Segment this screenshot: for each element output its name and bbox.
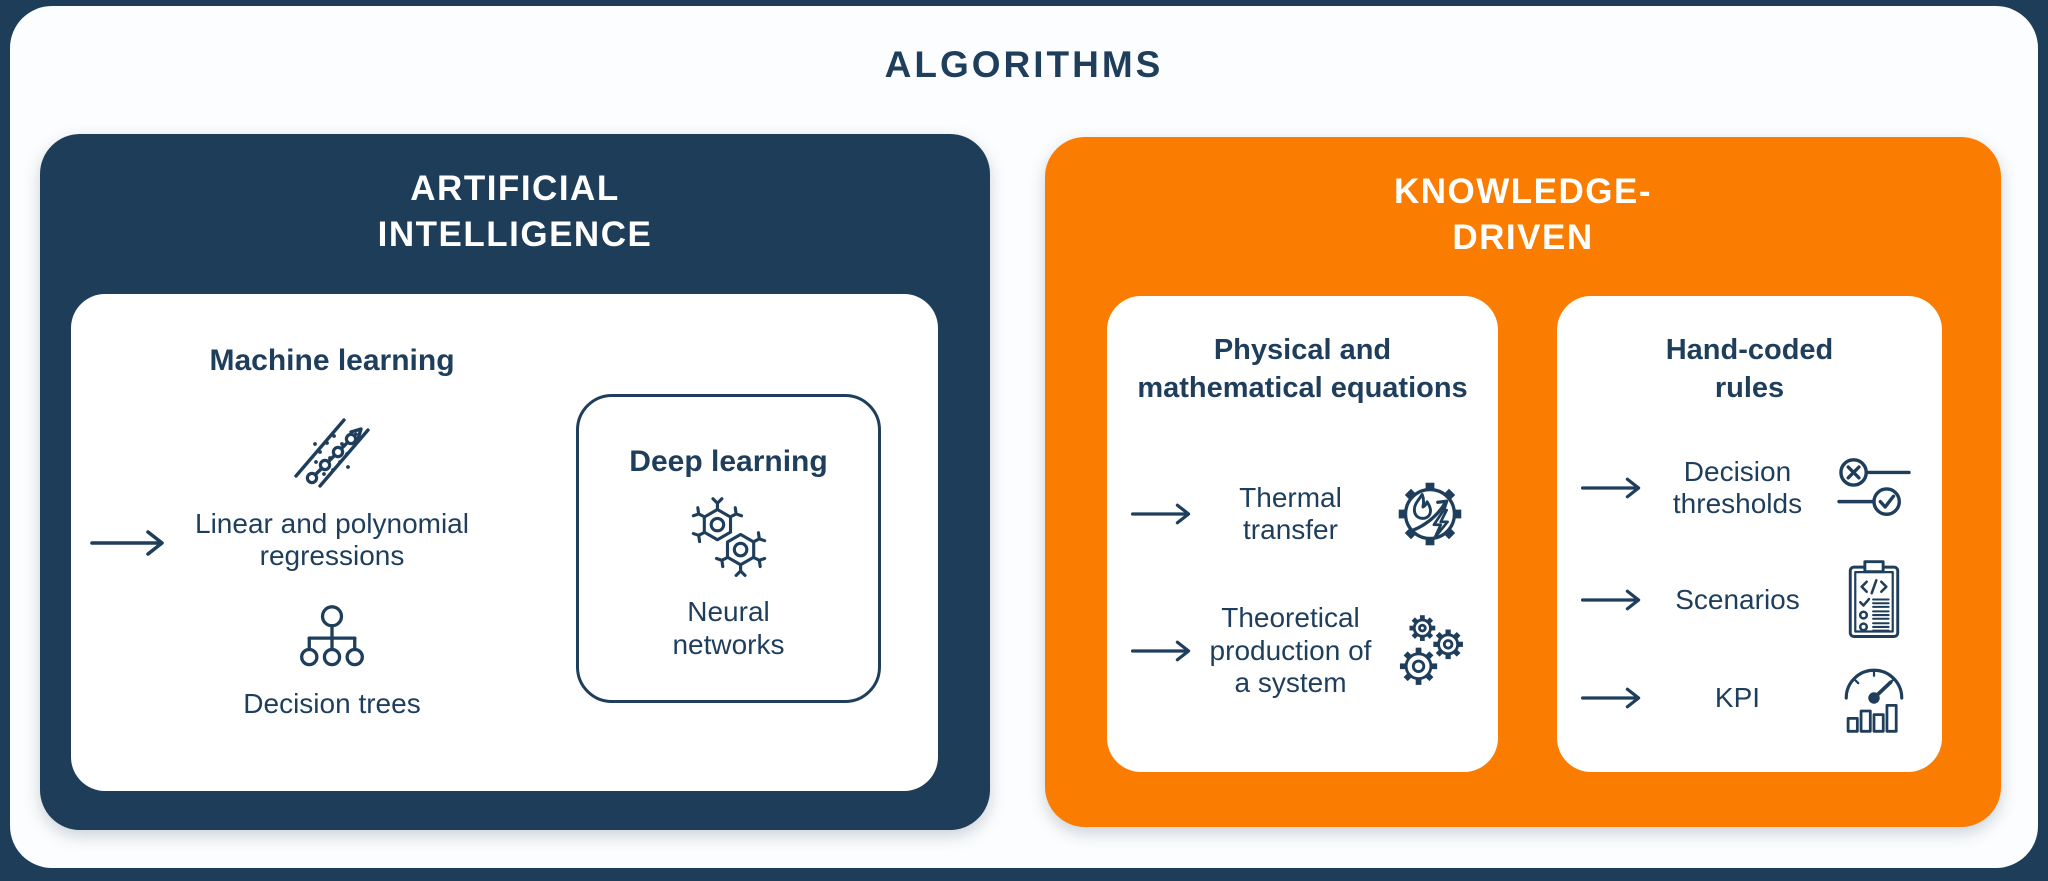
machine-learning-box: Machine learning: [71, 294, 938, 791]
ai-section-title: ARTIFICIAL INTELLIGENCE: [40, 134, 990, 257]
machine-learning-title: Machine learning: [209, 344, 455, 377]
hand-coded-rules-box: Hand-coded rules Decision thresholds: [1557, 296, 1942, 772]
arrow-icon: [1581, 687, 1641, 709]
arrow-icon: [90, 530, 164, 556]
physical-title-line1: Physical and: [1213, 334, 1392, 366]
thermal-transfer-icon: [1386, 471, 1474, 557]
kd-title-line2: DRIVEN: [1452, 217, 1594, 257]
page-title: ALGORITHMS: [884, 44, 1164, 85]
neural-network-icon: [691, 497, 766, 577]
knowledge-driven-section: KNOWLEDGE- DRIVEN Physical and mathemati…: [1045, 137, 2001, 827]
decision-tree-icon: [300, 605, 364, 667]
scenarios-clipboard-icon: [1830, 558, 1918, 642]
physical-item-theoretical: Theoretical production of a system: [1131, 596, 1474, 706]
deep-learning-label: Neural networks: [672, 596, 785, 661]
kd-title-line1: KNOWLEDGE-: [1393, 172, 1653, 211]
physical-title-line2: mathematical equations: [1137, 371, 1468, 404]
ai-title-line2: INTELLIGENCE: [377, 214, 653, 254]
deep-learning-title: Deep learning: [629, 445, 828, 478]
handcoded-item-kpi: KPI: [1581, 652, 1918, 744]
ai-section: ARTIFICIAL INTELLIGENCE Machine learning: [40, 134, 990, 830]
knowledge-driven-title: KNOWLEDGE- DRIVEN: [1045, 137, 2001, 260]
ml-item-label: Decision trees: [243, 688, 421, 719]
arrow-icon: [1131, 640, 1191, 662]
physical-item-label: Thermal transfer: [1239, 481, 1342, 545]
handcoded-item-thresholds: Decision thresholds: [1581, 442, 1918, 534]
handcoded-item-label: Decision thresholds: [1672, 455, 1803, 519]
ml-item-label: Linear and polynomial regressions: [195, 508, 469, 571]
handcoded-title-line1: Hand-coded: [1665, 334, 1834, 366]
arrow-icon: [1581, 589, 1641, 611]
handcoded-title-line2: rules: [1714, 371, 1785, 404]
kpi-gauge-icon: [1830, 659, 1918, 737]
handcoded-item-scenarios: Scenarios: [1581, 554, 1918, 646]
arrow-icon: [1131, 503, 1191, 525]
handcoded-item-label: KPI: [1714, 681, 1761, 713]
regression-scatter-icon: [294, 418, 370, 488]
decision-thresholds-icon: [1830, 453, 1918, 523]
gears-icon: [1386, 609, 1474, 693]
deep-learning-box: Deep learning: [576, 394, 881, 703]
ai-title-line1: ARTIFICIAL: [410, 169, 620, 208]
physical-equations-title: Physical and mathematical equations: [1107, 296, 1498, 407]
physical-equations-box: Physical and mathematical equations Ther…: [1107, 296, 1498, 772]
arrow-icon: [1581, 477, 1641, 499]
physical-item-label: Theoretical production of a system: [1209, 602, 1372, 699]
physical-item-thermal: Thermal transfer: [1131, 464, 1474, 564]
handcoded-item-label: Scenarios: [1675, 583, 1800, 615]
hand-coded-rules-title: Hand-coded rules: [1557, 296, 1942, 407]
